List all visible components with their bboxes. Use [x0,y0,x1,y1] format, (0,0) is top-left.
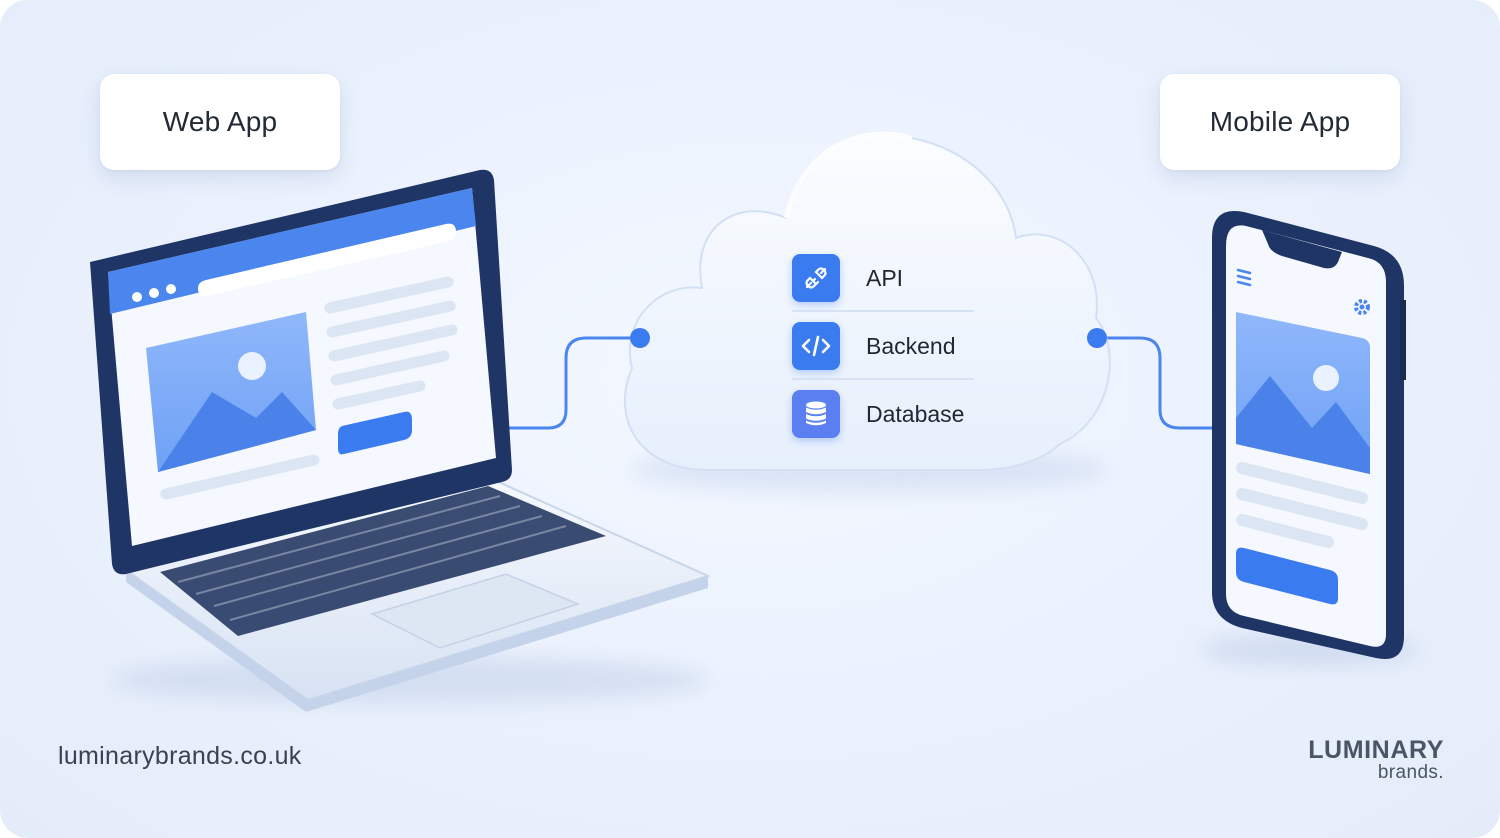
cloud-service-label: Database [866,400,965,427]
phone-illustration [1200,211,1420,666]
web-app-label-text: Web App [162,106,278,137]
web-connector-node [630,328,650,348]
plug-icon [792,254,840,302]
cloud-shape [623,131,1111,492]
footer-website: luminarybrands.co.uk [58,742,302,770]
mobile-connector-node [1087,328,1107,348]
mobile-connector-line [1098,336,1214,430]
laptop-illustration [90,169,711,712]
cloud-service-database: Database [792,390,974,438]
cloud-service-label: Backend [866,332,956,359]
web-connector-line [508,336,640,430]
web-app-label: Web App [100,74,340,170]
cloud-service-api: API [792,254,974,302]
brand-logo-sub: brands. [1377,762,1444,783]
mobile-app-label-text: Mobile App [1209,106,1351,137]
service-divider [792,310,974,312]
brand-logo-name: LUMINARY [1308,736,1444,764]
cloud-service-label: API [866,264,904,291]
mobile-app-label: Mobile App [1160,74,1400,170]
code-icon [792,322,840,370]
cloud-service-backend: Backend [792,322,974,370]
brand-logo: LUMINARY brands. [1308,736,1444,783]
database-icon [792,390,840,438]
service-divider [792,378,974,380]
